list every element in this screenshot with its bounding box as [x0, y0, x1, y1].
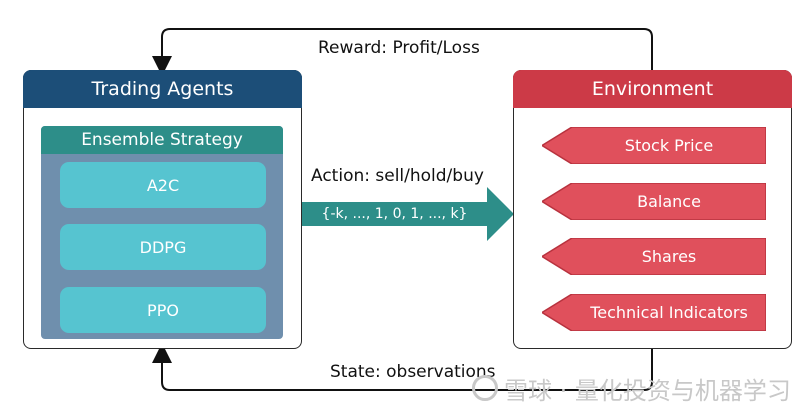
action-arrow-shape: [302, 187, 514, 241]
state-arrow: [152, 343, 653, 391]
env-input-stock-price: Stock Price: [542, 127, 766, 164]
reward-arrow: [152, 28, 653, 76]
action-label: Action: sell/hold/buy: [311, 166, 484, 186]
env-input-label: Balance: [637, 192, 701, 211]
state-label: State: observations: [330, 362, 496, 382]
environment-title: Environment: [513, 70, 792, 108]
watermark: 雪球 · 量化投资与机器学习: [472, 366, 792, 410]
env-input-label: Technical Indicators: [590, 303, 748, 322]
env-input-label: Shares: [641, 247, 697, 266]
algorithm-a2c: A2C: [60, 162, 266, 208]
env-input-shares: Shares: [542, 238, 766, 275]
reward-label: Reward: Profit/Loss: [318, 38, 480, 58]
trading-agents-box: Trading Agents Ensemble Strategy A2C DDP…: [23, 70, 302, 349]
watermark-text: 雪球 · 量化投资与机器学习: [504, 376, 791, 405]
ensemble-strategy-panel: Ensemble Strategy A2C DDPG PPO: [41, 126, 283, 339]
ensemble-strategy-title: Ensemble Strategy: [41, 126, 283, 154]
action-values: {-k, ..., 1, 0, 1, ..., k}: [321, 206, 468, 222]
environment-box: Environment Stock Price Balance Shares T…: [513, 70, 792, 349]
trading-agents-title: Trading Agents: [23, 70, 302, 108]
env-input-label: Stock Price: [624, 136, 714, 155]
algorithm-ppo: PPO: [60, 287, 266, 333]
algorithm-ddpg: DDPG: [60, 224, 266, 270]
snowball-logo-icon: [472, 375, 498, 401]
env-input-technical-indicators: Technical Indicators: [542, 294, 766, 331]
env-input-balance: Balance: [542, 183, 766, 220]
